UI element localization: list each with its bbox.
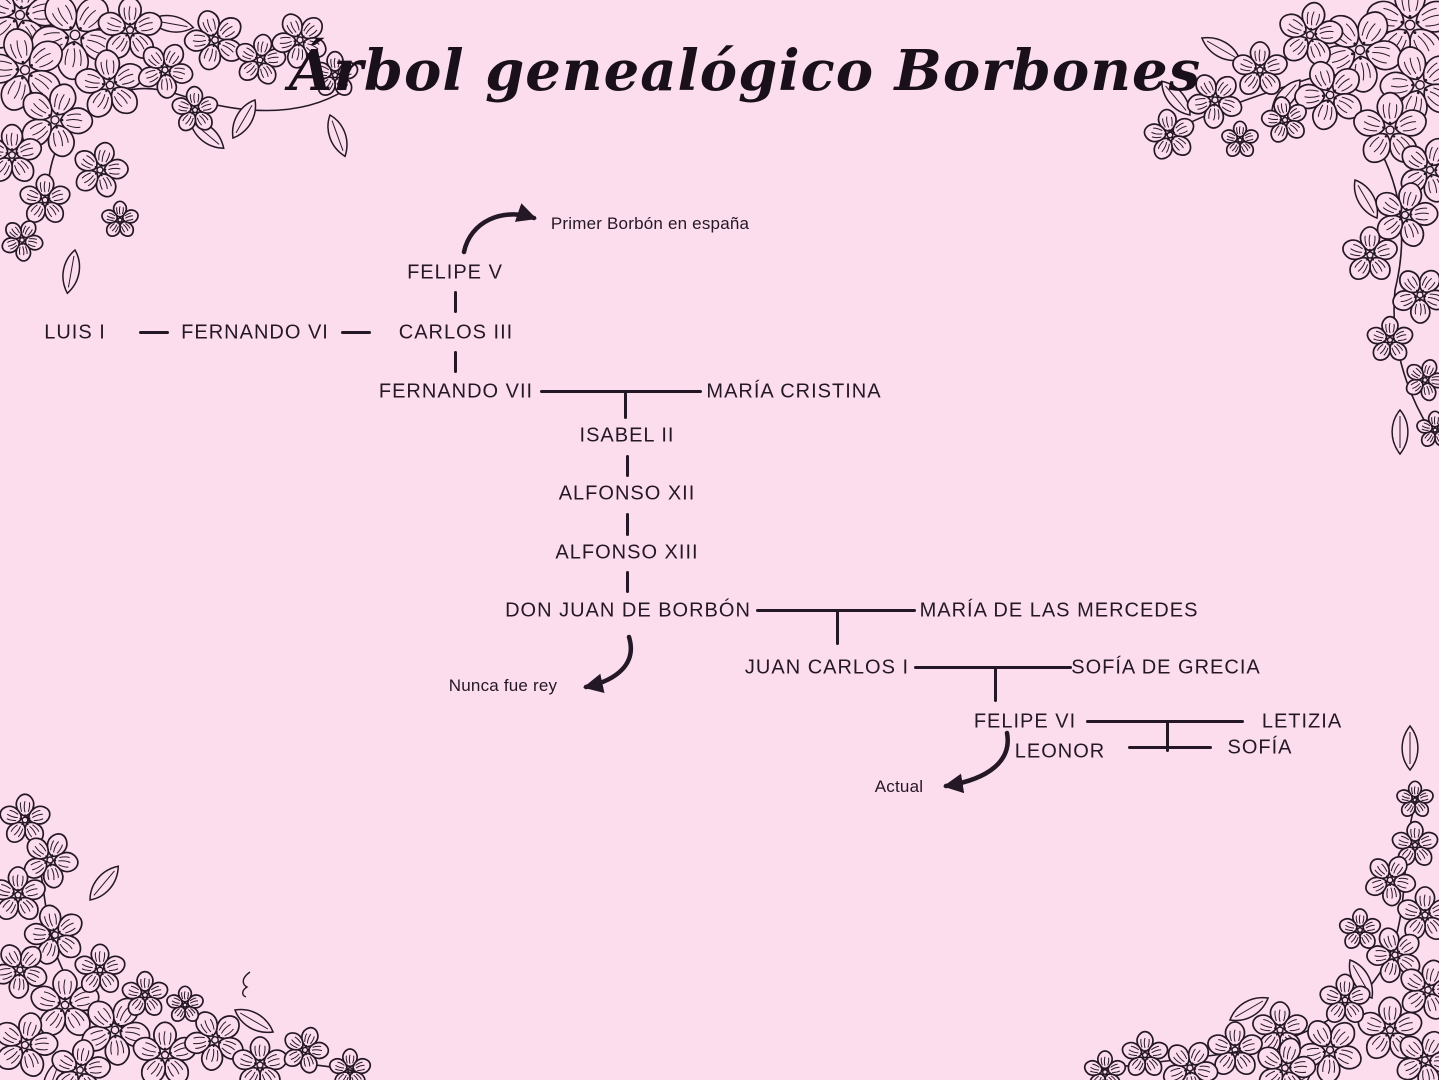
node-alfonso-xiii: ALFONSO XIII [555,541,699,564]
node-fernando-vi: FERNANDO VI [181,321,329,344]
line-carlos-iii-fernando-vii [454,351,457,373]
floral-corner-bottom-right [1082,725,1439,1080]
line-alfonso-xii-alfonso-xiii [626,513,629,536]
line-felipe-v-carlos-iii [454,291,457,313]
node-maria-cristina: MARÍA CRISTINA [706,380,882,403]
line-fernando-vi-carlos-iii [341,331,371,334]
line-alfonso-xiii-don-juan [626,571,629,593]
node-maria-de-las-mercedes: MARÍA DE LAS MERCEDES [919,599,1199,622]
couple-line-felipe-vi-letizia [1086,720,1244,723]
couple-line-fernando-vii-maria-cristina [540,390,702,393]
node-fernando-vii: FERNANDO VII [378,380,534,403]
node-isabel-ii: ISABEL II [579,424,675,447]
arrow-actual [943,733,1008,794]
node-luis-i: LUIS I [44,321,106,344]
annotation-actual: Actual [874,777,924,796]
node-letizia: LETIZIA [1261,710,1343,733]
line-down-to-children [1166,722,1169,752]
annotation-primer-borbon: Primer Borbón en españa [550,214,750,233]
line-down-to-juan-carlos-i [836,611,839,645]
node-sofia: SOFÍA [1227,736,1293,759]
node-alfonso-xii: ALFONSO XII [558,482,696,505]
annotation-nunca-fue-rey: Nunca fue rey [448,676,558,695]
stray-squiggle [243,972,250,997]
node-sofia-de-grecia: SOFÍA DE GRECIA [1071,656,1261,679]
floral-corner-top-right [1138,0,1439,455]
page-title: Árbol genealógico Borbones [288,38,1202,104]
node-don-juan-de-borbon: DON JUAN DE BORBÓN [505,599,751,622]
node-leonor: LEONOR [1014,740,1106,763]
floral-corner-top-left [0,0,361,296]
line-down-to-isabel-ii [624,392,627,419]
couple-line-juan-carlos-sofia-grecia [914,666,1072,669]
children-line-leonor-sofia [1128,746,1212,749]
node-carlos-iii: CARLOS III [398,321,514,344]
line-isabel-ii-alfonso-xii [626,455,629,477]
node-felipe-v: FELIPE V [407,261,503,284]
node-juan-carlos-i: JUAN CARLOS I [744,656,910,679]
floral-corner-bottom-left [0,793,373,1080]
line-luis-fernando-vi [139,331,169,334]
arrow-primer-borbon [464,203,537,252]
arrow-nunca-fue-rey [583,637,631,694]
couple-line-don-juan-maria-mercedes [756,609,916,612]
node-felipe-vi: FELIPE VI [973,710,1077,733]
line-down-to-felipe-vi [994,668,997,702]
